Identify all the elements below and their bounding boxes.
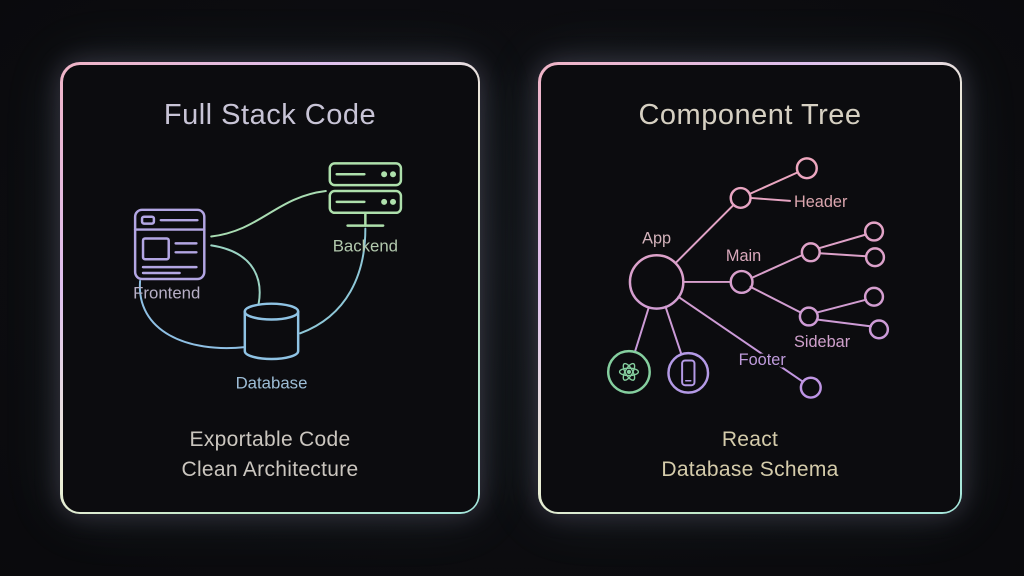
sidebar-label: Sidebar [793, 333, 850, 351]
fullstack-diagram: Frontend Backend Database [133, 161, 402, 392]
tree-node [864, 246, 885, 267]
component-tree-card: Component Tree [538, 62, 962, 514]
footer-label: Footer [738, 350, 786, 368]
tree-nodes [628, 156, 889, 399]
database-label: Database [235, 373, 307, 392]
right-card-title: Component Tree [638, 98, 862, 131]
header-node [729, 186, 752, 209]
component-tree-card-inner: Component Tree [540, 64, 960, 512]
component-tree-diagram: App Header Main Sidebar Footer [606, 156, 889, 399]
right-caption-line1: React [721, 427, 779, 451]
left-caption: Exportable Code Clean Architecture [63, 425, 478, 485]
right-caption-line2: Database Schema [661, 457, 839, 481]
database-cylinder-icon [243, 301, 299, 360]
tree-node [795, 156, 818, 179]
browser-window-icon [133, 208, 206, 280]
left-card-title: Full Stack Code [163, 98, 377, 131]
full-stack-card: Full Stack Code [60, 62, 480, 514]
react-atom-icon [606, 349, 651, 394]
app-label: App [642, 229, 671, 247]
header-label: Header [793, 192, 847, 210]
connector-lines [138, 189, 366, 349]
frontend-label: Frontend [133, 283, 200, 302]
tree-node [863, 286, 884, 307]
main-node [729, 269, 754, 294]
left-caption-line2: Clean Architecture [181, 457, 359, 481]
tree-node [868, 318, 889, 340]
backend-label: Backend [332, 236, 397, 255]
left-caption-line1: Exportable Code [189, 427, 351, 451]
footer-node [799, 376, 822, 399]
right-caption: React Database Schema [541, 425, 960, 485]
tree-node [863, 220, 884, 242]
server-stack-icon [328, 161, 402, 227]
main-label: Main [725, 247, 760, 265]
app-node [628, 253, 685, 310]
sidebar-node [798, 305, 819, 327]
smartphone-icon [666, 351, 709, 394]
full-stack-card-inner: Full Stack Code [62, 64, 478, 512]
tree-node [800, 241, 821, 262]
tree-branch-lines [633, 170, 872, 383]
